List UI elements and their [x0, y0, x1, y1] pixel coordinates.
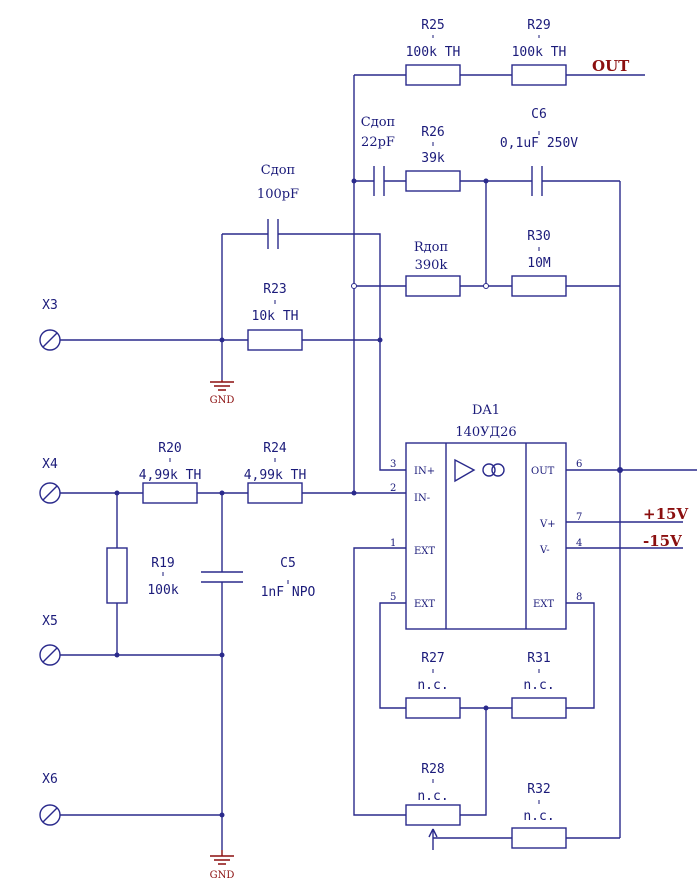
R28-wiper	[428, 828, 438, 838]
pin-number-3: 3	[390, 459, 396, 470]
R32-value: n.c.	[523, 809, 554, 824]
pin-number-1: 1	[390, 538, 396, 549]
R20-value: 4,99k TH	[139, 468, 202, 483]
resistor-Rdop: Rдоп 390k	[405, 240, 461, 297]
Rdop-value: 390k	[415, 258, 448, 273]
resistor-R29: R29 100k TH	[511, 18, 567, 86]
connector-X3: X3	[39, 298, 61, 351]
X4-label: X4	[42, 457, 58, 472]
R30-ref: R30	[527, 229, 550, 244]
R28-value: n.c.	[417, 789, 448, 804]
R29-ref: R29	[527, 18, 550, 33]
pin-number-4: 4	[576, 538, 582, 549]
pin-in-plus-label: IN+	[414, 466, 435, 477]
resistor-R24: R24 4,99k TH	[244, 441, 307, 504]
R19-value: 100k	[147, 583, 178, 598]
opamp-circle-icon	[482, 463, 496, 477]
R29-value: 100k TH	[512, 45, 567, 60]
Cdop100-ref: Cдоп	[261, 163, 295, 178]
pin-ext8-label: EXT	[533, 599, 554, 610]
pin-in-minus-label: IN-	[414, 493, 430, 504]
Cdop22-ref: Cдоп	[361, 115, 395, 130]
R30-value: 10M	[527, 256, 551, 271]
junction-dots	[114, 178, 623, 818]
pin-out-label: OUT	[531, 466, 555, 477]
capacitor-C6: C6 0,1uF 250V	[500, 107, 578, 196]
R20-ref: R20	[158, 441, 181, 456]
connector-X5: X5	[39, 614, 61, 666]
resistor-R32: R32 n.c.	[511, 782, 567, 849]
R23-ref: R23	[263, 282, 286, 297]
gnd-label-bottom: GND	[210, 870, 235, 881]
gnd-label-top: GND	[210, 395, 235, 406]
pin-ext1-label: EXT	[414, 546, 435, 557]
X6-label: X6	[42, 772, 58, 787]
C5-value: 1nF NPO	[261, 585, 316, 600]
opamp-DA1: DA1 140УД26 IN+ IN- EXT EXT OUT V+ V- EX…	[390, 403, 582, 630]
pin-number-7: 7	[576, 512, 582, 523]
resistor-R23: R23 10k TH	[247, 282, 303, 351]
capacitor-Cdop22: Cдоп 22pF	[361, 115, 395, 196]
C6-ref: C6	[531, 107, 547, 122]
wires	[60, 74, 697, 850]
R24-value: 4,99k TH	[244, 468, 307, 483]
capacitor-Cdop100: Cдоп 100pF	[257, 163, 299, 249]
C5-ref: C5	[280, 556, 296, 571]
pin-number-2: 2	[390, 483, 396, 494]
connector-X4: X4	[39, 457, 61, 504]
pin-vplus-label: V+	[539, 519, 556, 530]
R19-ref: R19	[151, 556, 174, 571]
R25-value: 100k TH	[406, 45, 461, 60]
R23-value: 10k TH	[252, 309, 299, 324]
R31-ref: R31	[527, 651, 550, 666]
Cdop100-value: 100pF	[257, 187, 299, 202]
R26-ref: R26	[421, 125, 444, 140]
pin-number-6: 6	[576, 459, 582, 470]
DA1-ref: DA1	[472, 403, 500, 418]
ground-icon: GND	[210, 850, 235, 881]
pin-ext5-label: EXT	[414, 599, 435, 610]
resistor-R25: R25 100k TH	[405, 18, 461, 86]
resistor-R30: R30 10M	[511, 229, 567, 297]
capacitor-C5: C5 1nF NPO	[201, 556, 316, 600]
ground-icon: GND	[210, 380, 235, 406]
C6-value: 0,1uF 250V	[500, 136, 578, 151]
resistor-R28: R28 n.c.	[405, 762, 461, 826]
minus15-net-label: -15V	[643, 532, 682, 550]
Rdop-ref: Rдоп	[414, 240, 448, 255]
X5-label: X5	[42, 614, 58, 629]
R31-value: n.c.	[523, 678, 554, 693]
R27-ref: R27	[421, 651, 444, 666]
DA1-part: 140УД26	[455, 425, 516, 440]
out-net-label: OUT	[592, 57, 630, 75]
R28-ref: R28	[421, 762, 444, 777]
resistor-R31: R31 n.c.	[511, 651, 567, 719]
pin-number-8: 8	[576, 592, 582, 603]
R24-ref: R24	[263, 441, 287, 456]
pin-number-5: 5	[390, 592, 396, 603]
connector-X6: X6	[39, 772, 61, 826]
plus15-net-label: +15V	[643, 505, 688, 523]
X3-label: X3	[42, 298, 58, 313]
Cdop22-value: 22pF	[361, 135, 395, 150]
R25-ref: R25	[421, 18, 444, 33]
R26-value: 39k	[421, 151, 445, 166]
resistor-R26: R26 39k	[405, 125, 461, 192]
R27-value: n.c.	[417, 678, 448, 693]
pin-vminus-label: V-	[539, 545, 550, 556]
resistor-R19: R19 100k	[106, 547, 179, 604]
resistor-R27: R27 n.c.	[405, 651, 461, 719]
resistor-R20: R20 4,99k TH	[139, 441, 202, 504]
opamp-triangle-icon	[454, 458, 476, 483]
R32-ref: R32	[527, 782, 550, 797]
